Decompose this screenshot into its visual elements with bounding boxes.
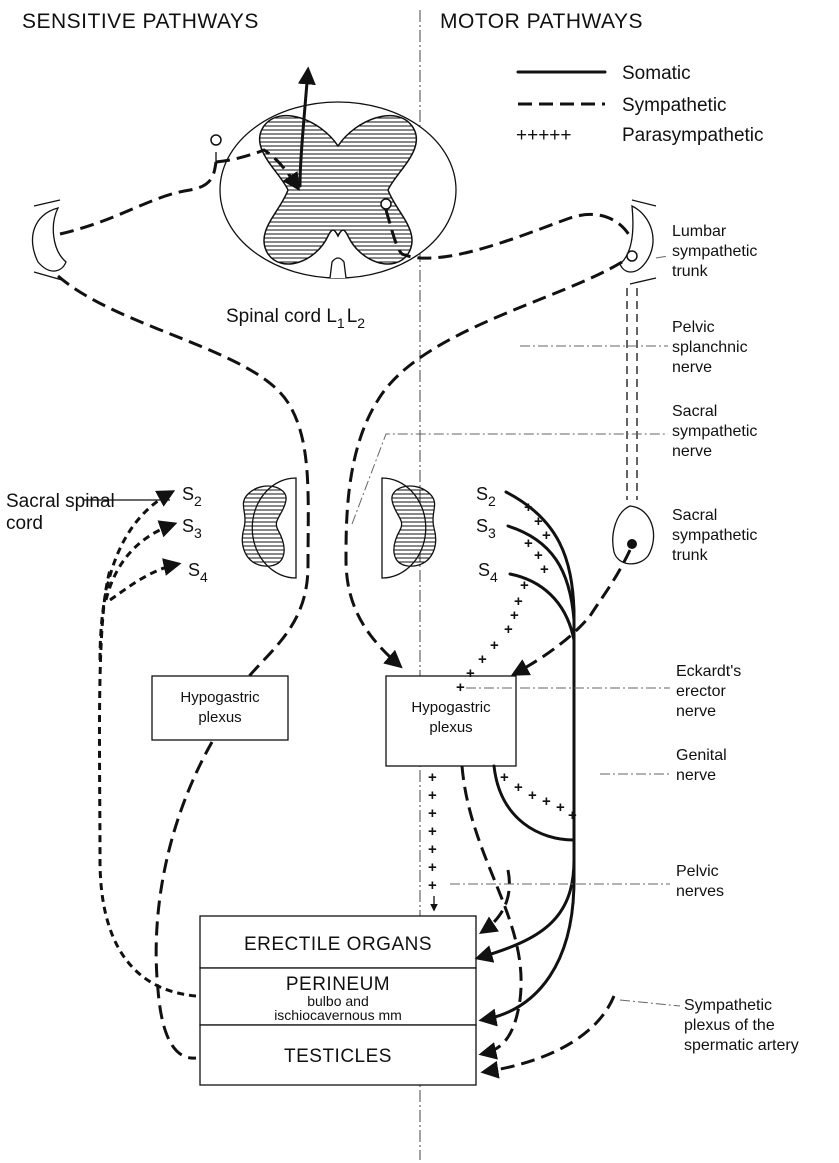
svg-text:+: + xyxy=(456,679,465,696)
legend-parasympathetic-marks: +++++ xyxy=(516,125,571,146)
pelvic-nerves-label-2: nerves xyxy=(676,883,724,900)
segment-s2-left: S2 xyxy=(182,484,202,509)
spinal-cord-l1l2 xyxy=(220,102,456,278)
pelvic-nerves-label-1: Pelvic xyxy=(676,863,719,880)
left-ganglion-root-top xyxy=(34,200,60,206)
motor-pathways-heading: MOTOR PATHWAYS xyxy=(440,10,643,33)
sensory-loop-perineum xyxy=(99,570,196,996)
left-sensory-descending xyxy=(58,276,308,680)
sacral-ganglion-neuron xyxy=(627,539,637,549)
legend-parasympathetic-label: Parasympathetic xyxy=(622,125,764,146)
sensory-neuron-body xyxy=(211,135,221,145)
sacral-cord-left xyxy=(242,478,296,578)
sacral-symp-nerve-label-2: sympathetic xyxy=(672,423,757,440)
svg-text:+: + xyxy=(428,877,437,894)
sacral-symp-trunk-label-2: sympathetic xyxy=(672,527,757,544)
svg-text:+: + xyxy=(568,807,577,824)
sensory-to-s2 xyxy=(100,492,172,660)
legend: Somatic Sympathetic +++++ Parasympatheti… xyxy=(516,63,764,146)
svg-text:+: + xyxy=(428,841,437,858)
svg-text:+: + xyxy=(428,805,437,822)
svg-text:+: + xyxy=(466,665,475,682)
pelvic-splanchnic-label-3: nerve xyxy=(672,359,712,376)
lumbar-trunk-label-3: trunk xyxy=(672,263,709,280)
segment-s4-right: S4 xyxy=(478,560,498,585)
lumbar-ganglion-line-top xyxy=(632,200,656,206)
left-ganglion-root-bottom xyxy=(34,272,62,280)
left-hypogastric-line1: Hypogastric xyxy=(180,689,260,706)
eckardt-label-1: Eckardt's xyxy=(676,663,741,680)
svg-text:+: + xyxy=(524,499,533,516)
sacral-symp-nerve-label-1: Sacral xyxy=(672,403,717,420)
sacral-cord-label-line1: Sacral spinal xyxy=(6,491,115,512)
legend-somatic-label: Somatic xyxy=(622,63,691,84)
svg-text:+: + xyxy=(428,769,437,786)
svg-text:+: + xyxy=(540,561,549,578)
sacral-sympathetic-ganglion xyxy=(613,506,654,564)
testicles-label: TESTICLES xyxy=(284,1046,392,1067)
lumbar-trunk-label-2: sympathetic xyxy=(672,243,757,260)
sacral-symp-trunk-label-3: trunk xyxy=(672,547,709,564)
sensory-to-s3 xyxy=(106,524,174,600)
svg-text:+: + xyxy=(524,535,533,552)
left-hypogastric-line2: plexus xyxy=(198,709,241,726)
eckardt-label-2: erector xyxy=(676,683,726,700)
sacral-cord-right xyxy=(382,478,436,578)
lumbar-ganglion-neuron xyxy=(627,251,637,261)
left-spinal-ganglion xyxy=(32,208,66,271)
sensory-afferent-to-cord xyxy=(60,162,216,234)
left-hypogastric-plexus-box xyxy=(152,676,288,740)
svg-text:+: + xyxy=(514,779,523,796)
spermatic-label-2: plexus of the xyxy=(684,1017,775,1034)
svg-text:+: + xyxy=(520,577,529,594)
svg-text:+: + xyxy=(528,787,537,804)
svg-text:+: + xyxy=(500,769,509,786)
genital-label-1: Genital xyxy=(676,747,727,764)
genital-label-2: nerve xyxy=(676,767,716,784)
spinal-cord-neuron-right xyxy=(381,199,391,209)
motor-lumbar-descending xyxy=(346,262,622,666)
lumbar-ganglion-line-bottom xyxy=(630,278,656,284)
svg-text:+: + xyxy=(428,859,437,876)
spinal-cord-fissure xyxy=(330,258,346,278)
erectile-organs-label: ERECTILE ORGANS xyxy=(244,934,432,955)
svg-text:+: + xyxy=(490,637,499,654)
lumbar-trunk-label-1: Lumbar xyxy=(672,223,727,240)
svg-text:+: + xyxy=(428,823,437,840)
segment-s2-right: S2 xyxy=(476,484,496,509)
svg-text:+: + xyxy=(542,527,551,544)
pelvic-splanchnic-label-1: Pelvic xyxy=(672,319,715,336)
svg-text:+: + xyxy=(428,787,437,804)
sacral-symp-nerve-label-3: nerve xyxy=(672,443,712,460)
sacral-symp-trunk-label-1: Sacral xyxy=(672,507,717,524)
perineum-label: PERINEUM xyxy=(286,974,390,995)
sensory-to-s4 xyxy=(110,564,178,600)
segment-s3-right: S3 xyxy=(476,516,496,541)
spermatic-sympathetic xyxy=(484,996,614,1072)
perineum-sub-line2: ischiocavernous mm xyxy=(274,1007,402,1023)
lumbar-sympathetic-ganglion xyxy=(620,206,653,272)
svg-text:+: + xyxy=(556,799,565,816)
svg-text:+: + xyxy=(504,621,513,638)
spermatic-label-3: spermatic artery xyxy=(684,1037,799,1054)
eckardt-label-3: nerve xyxy=(676,703,716,720)
svg-text:+: + xyxy=(478,651,487,668)
svg-text:+: + xyxy=(542,793,551,810)
sensitive-pathways-heading: SENSITIVE PATHWAYS xyxy=(22,10,259,33)
segment-s3-left: S3 xyxy=(182,516,202,541)
spermatic-label-1: Sympathetic xyxy=(684,997,772,1014)
pelvic-splanchnic-label-2: splanchnic xyxy=(672,339,748,356)
right-hypogastric-line2: plexus xyxy=(429,719,472,736)
legend-sympathetic-label: Sympathetic xyxy=(622,95,727,116)
right-hypogastric-line1: Hypogastric xyxy=(411,699,491,716)
segment-s4-left: S4 xyxy=(188,560,208,585)
sacral-cord-label-line2: cord xyxy=(6,513,43,534)
